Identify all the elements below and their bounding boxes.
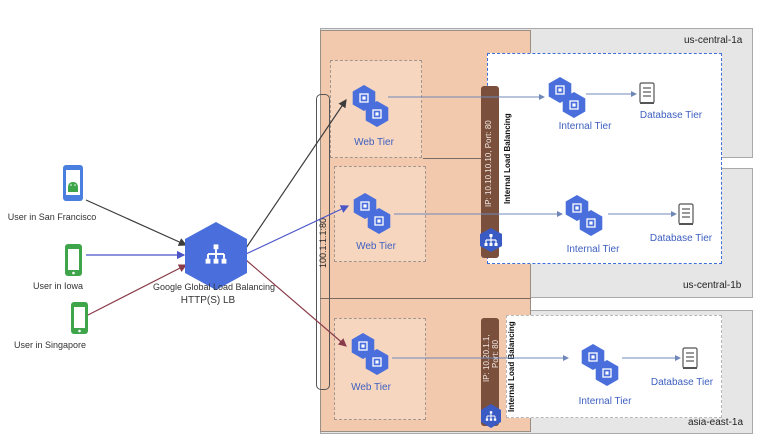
user-label-iowa: User in Iowa (32, 281, 84, 291)
lb-ip-bracket (316, 94, 330, 390)
internal-tier-2-icon (565, 194, 603, 237)
arrow-sf-to-lb (85, 199, 188, 246)
web-tier-3-icon (351, 332, 389, 376)
web-tier-2-icon (353, 192, 391, 235)
web-tier-label-3: Web Tier (351, 382, 391, 393)
database-tier-label-3: Database Tier (650, 377, 714, 388)
user-label-singapore: User in Singapore (13, 340, 87, 350)
web-tier-label-2: Web Tier (356, 241, 396, 252)
internal-tier-3-icon (581, 343, 619, 387)
internal-tier-label-1: Internal Tier (558, 121, 612, 132)
load-balancer-name: Google Global Load Balancing (152, 282, 276, 292)
region-label-us-central-1a: us-central-1a (684, 35, 743, 46)
database-tier-label-2: Database Tier (649, 233, 713, 244)
database-3-icon (682, 347, 698, 369)
internal-tier-label-3: Internal Tier (578, 396, 632, 407)
internal-load-balancer-icon-asia (481, 404, 501, 428)
internal-tier-zone-us-central (487, 53, 722, 264)
internal-load-balancer-bar-us (481, 86, 499, 258)
arrow-lb-to-web-2 (245, 205, 350, 255)
internal-load-balancer-icon-us (480, 228, 502, 252)
internal-tier-label-2: Internal Tier (566, 244, 620, 255)
web-tier-1-icon (352, 84, 389, 128)
phone-singapore-icon (71, 302, 88, 334)
arrow-lb-to-web-3 (245, 259, 347, 347)
region-label-asia-east-1a: asia-east-1a (688, 417, 744, 428)
database-2-icon (678, 203, 694, 225)
user-label-san-francisco: User in San Francisco (7, 212, 97, 222)
database-tier-label-1: Database Tier (639, 110, 703, 121)
divider-line (423, 158, 487, 159)
global-load-balancer-icon (185, 222, 247, 290)
internal-load-balancer-bar-asia (481, 318, 499, 426)
divider-line (320, 298, 531, 299)
region-label-us-central-1b: us-central-1b (683, 280, 742, 291)
load-balancer-type: HTTP(S) LB (180, 295, 236, 306)
internal-tier-1-icon (548, 76, 586, 119)
phone-iowa-icon (65, 244, 82, 276)
arrow-singapore-to-lb (85, 264, 188, 317)
web-tier-label-1: Web Tier (354, 137, 394, 148)
android-phone-icon (63, 165, 83, 201)
database-1-icon (639, 82, 655, 104)
arrow-lb-to-web-1 (245, 99, 347, 249)
